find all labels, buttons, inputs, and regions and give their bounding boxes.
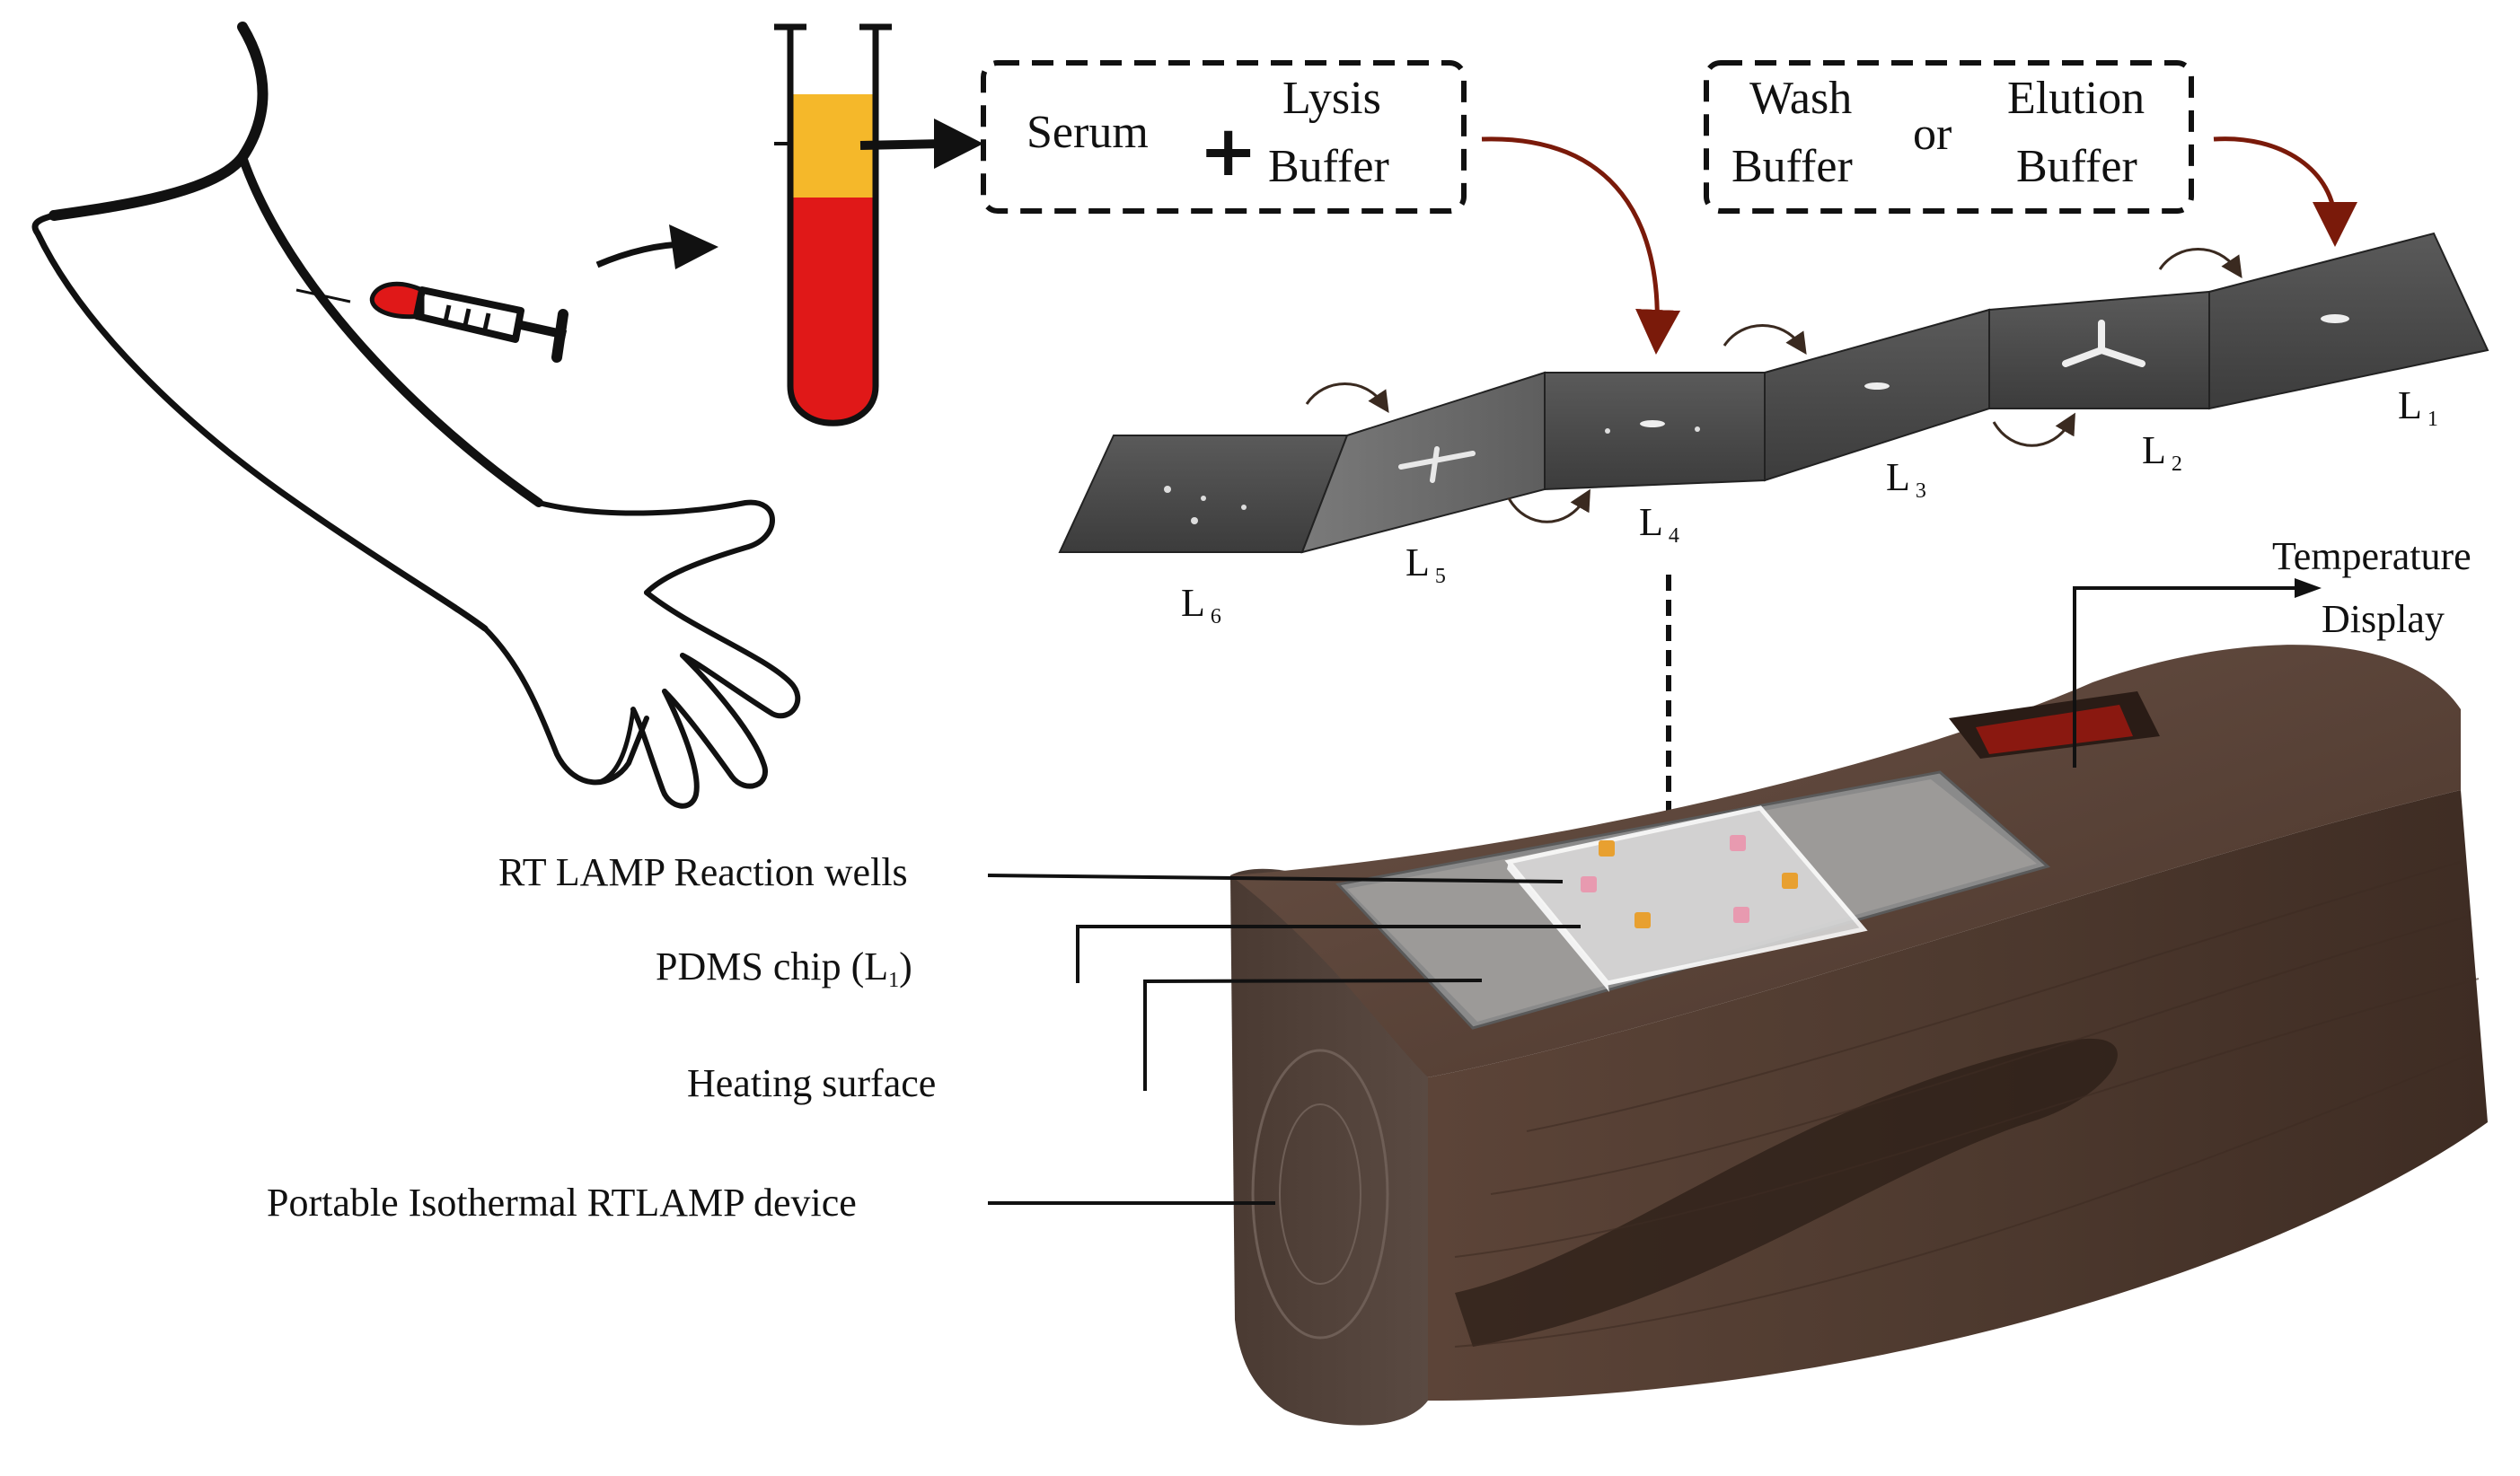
fold-arrows [1305, 248, 2242, 523]
lysis-label: Lysis [1282, 73, 1381, 124]
strip-panel-L6 [1058, 435, 1349, 553]
serum-label: Serum [1027, 107, 1149, 158]
rtlamp-device [1230, 645, 2488, 1426]
elution-label: Elution [2007, 73, 2146, 124]
reaction-wells-label: RT LAMP Reaction wells [498, 850, 908, 894]
paper-strip [1058, 232, 2489, 554]
wash-label: Wash [1749, 73, 1853, 124]
elution-buffer-label: Buffer [2016, 141, 2137, 192]
serum-lysis-box [981, 60, 1467, 214]
arrow-head-tube-to-serum [934, 119, 983, 169]
callout-lines [987, 586, 2295, 1205]
temperature-label: Temperature [2272, 534, 2472, 578]
test-tube [774, 23, 892, 426]
temperature-display-screen [1976, 705, 2133, 754]
arrow-head-syringe-to-tube [669, 224, 718, 269]
arrow-box-to-L1 [2213, 136, 2357, 247]
reaction-wells [1581, 835, 1798, 928]
device-name-label: Portable Isothermal RTLAMP device [267, 1181, 857, 1225]
wash-buffer-label: Buffer [1731, 141, 1853, 192]
pdms-chip [1504, 805, 1868, 986]
arrow-box-to-L4 [1481, 136, 1681, 355]
strip-panel-L1 [2208, 232, 2489, 410]
strip-panel-L4 [1544, 372, 1766, 491]
heating-surface-label: Heating surface [687, 1061, 937, 1105]
or-label: or [1913, 109, 1952, 160]
arrow-tube-to-serum [859, 139, 944, 150]
strip-panel-L3 [1764, 308, 1990, 482]
plus-sign: + [1199, 111, 1258, 192]
arm-illustration [31, 22, 801, 809]
display-label: Display [2322, 597, 2445, 641]
pdms-chip-label: PDMS chip (L1) [656, 944, 912, 992]
lysis-buffer-label: Buffer [1268, 141, 1389, 192]
syringe [295, 281, 568, 363]
